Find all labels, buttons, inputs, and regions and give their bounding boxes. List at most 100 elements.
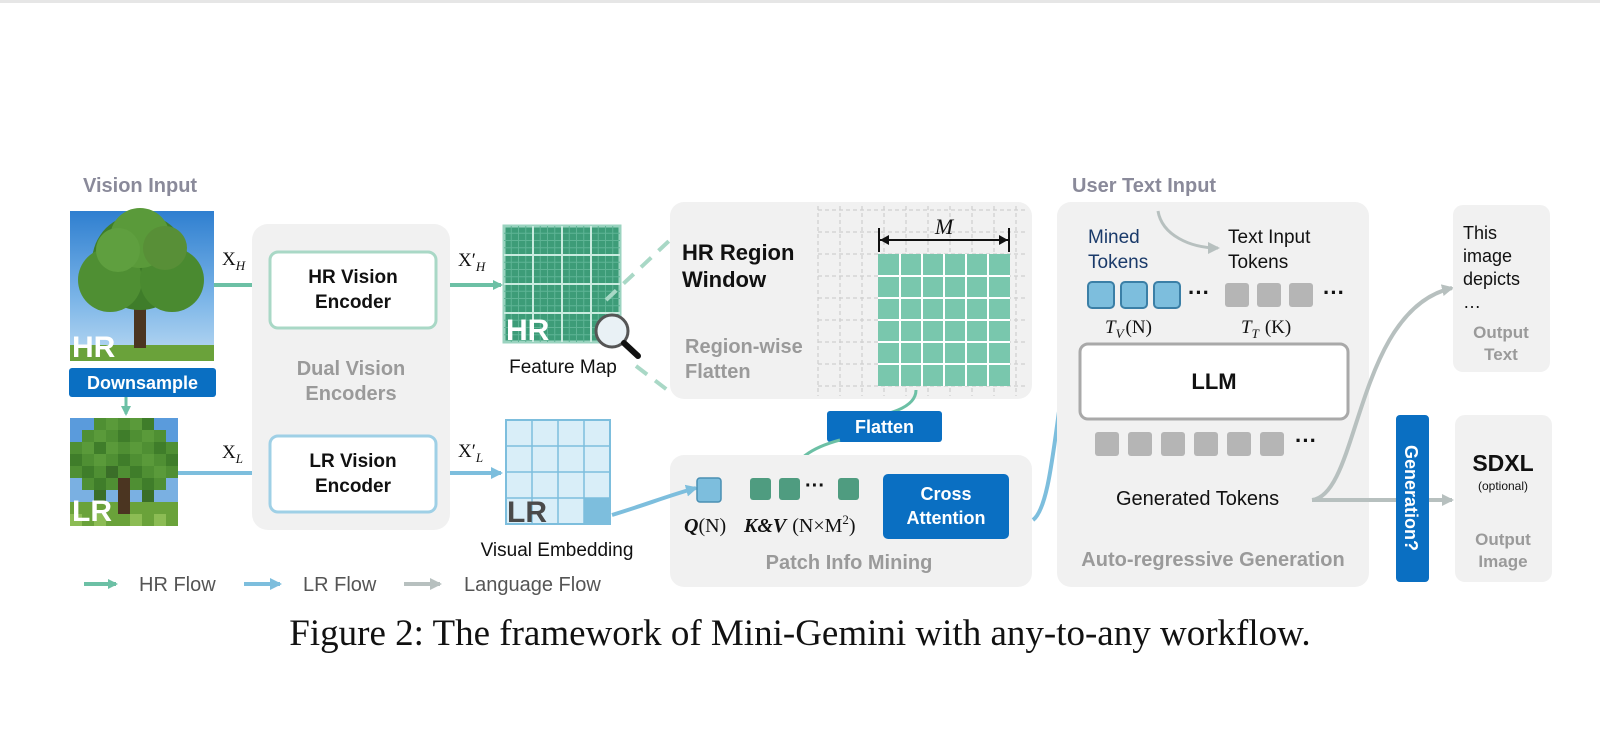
- lr-tree-pixel: [166, 502, 178, 514]
- lr-tree-pixel: [142, 490, 154, 502]
- text-input-token: [1225, 283, 1249, 307]
- lr-tree-pixel: [106, 418, 118, 430]
- lr-tree-pixel: [106, 514, 118, 526]
- lr-tree-pixel: [154, 442, 166, 454]
- patch-info-mining-label: Patch Info Mining: [766, 552, 933, 574]
- lr-tree-pixel: [82, 514, 94, 526]
- hr-encoder-label-2: Encoder: [315, 292, 392, 313]
- lr-tree-pixel: [118, 514, 130, 526]
- sdxl-label: SDXL: [1472, 450, 1533, 476]
- lr-tree-pixel: [142, 466, 154, 478]
- lr-tree-pixel: [94, 490, 106, 502]
- flatten-button: [827, 411, 942, 442]
- lr-tree-pixel: [70, 502, 82, 514]
- output-image-label-1: Output: [1475, 530, 1531, 549]
- lr-tree-pixel: [94, 442, 106, 454]
- lr-tree-pixel: [106, 502, 118, 514]
- lr-tree-pixel: [166, 454, 178, 466]
- lr-tree-pixel: [82, 478, 94, 490]
- lr-tree-pixel: [70, 430, 82, 442]
- feature-map-label: Feature Map: [509, 357, 617, 378]
- output-text-line-3: depicts: [1463, 269, 1520, 289]
- output-text-panel: [1453, 205, 1550, 372]
- autoregressive-label: Auto-regressive Generation: [1081, 549, 1344, 571]
- lr-tree-pixel: [82, 502, 94, 514]
- x-h-label: XH: [222, 249, 246, 273]
- user-text-input-title: User Text Input: [1072, 175, 1216, 197]
- text-input-token: [1289, 283, 1313, 307]
- lr-tree-pixel: [154, 454, 166, 466]
- tt-label: TT(K): [1241, 317, 1291, 341]
- lr-tree-pixel: [106, 490, 118, 502]
- lr-tree-pixel: [142, 478, 154, 490]
- region-flatten-label-2: Flatten: [685, 361, 751, 383]
- lr-tree-pixel: [154, 514, 166, 526]
- region-flatten-label-1: Region-wise: [685, 336, 803, 358]
- mined-ellipsis: ···: [1188, 280, 1210, 305]
- visual-embedding-badge: LR: [507, 496, 547, 529]
- lr-tree-pixel: [70, 478, 82, 490]
- lr-tree-pixel: [154, 502, 166, 514]
- zoom-line-bottom: [634, 364, 672, 394]
- mined-token: [1087, 281, 1115, 309]
- kv-token-2: [779, 478, 800, 500]
- dimension-marker: [878, 228, 1010, 252]
- lr-tree-pixel: [142, 418, 154, 430]
- lr-encoder-label-1: LR Vision: [309, 451, 396, 472]
- sdxl-optional-label: (optional): [1478, 479, 1528, 493]
- lr-tree-pixel: [70, 454, 82, 466]
- lr-tree-pixel: [130, 466, 142, 478]
- xp-h-label: X′H: [458, 250, 486, 274]
- downsample-label: Downsample: [87, 373, 198, 393]
- lr-tree-pixel: [94, 478, 106, 490]
- lr-tree-pixel: [166, 514, 178, 526]
- cross-attention-button: [883, 474, 1009, 539]
- dimension-label: M: [934, 214, 955, 239]
- lr-tree-pixel: [94, 514, 106, 526]
- lr-tree-pixel: [154, 418, 166, 430]
- lr-tree-pixel: [70, 466, 82, 478]
- lr-tree-pixel: [154, 466, 166, 478]
- x-l-label: XL: [222, 442, 243, 466]
- lr-tree-pixel: [94, 430, 106, 442]
- generated-token: [1227, 432, 1251, 456]
- lr-tree-pixel: [118, 466, 130, 478]
- xp-l-label: X′L: [458, 441, 483, 465]
- hr-tree-image: [70, 208, 214, 361]
- hr-region-title-2: Window: [682, 267, 767, 292]
- magnifier-icon: [594, 313, 641, 359]
- generated-tokens-row: [1095, 432, 1284, 456]
- zoom-line-top: [604, 238, 672, 302]
- legend: HR Flow LR Flow Language Flow: [84, 574, 601, 596]
- generated-token: [1128, 432, 1152, 456]
- lr-tree-pixel: [118, 442, 130, 454]
- output-text-line-4: …: [1463, 292, 1481, 312]
- lr-tree-pixel: [118, 430, 130, 442]
- lr-tree-pixel: [94, 454, 106, 466]
- lr-tree-pixel: [82, 490, 94, 502]
- lr-tree-pixel: [130, 490, 142, 502]
- tv-label: TV(N): [1105, 317, 1152, 341]
- lr-tree-pixel: [142, 442, 154, 454]
- kv-ellipsis: ···: [805, 475, 825, 497]
- lr-tree-pixel: [130, 454, 142, 466]
- query-label: Q(N): [684, 515, 726, 537]
- output-image-panel: [1455, 415, 1552, 582]
- legend-hr-flow: HR Flow: [139, 574, 216, 596]
- lr-tree-pixel: [106, 478, 118, 490]
- lr-tree-pixel: [142, 514, 154, 526]
- hr-vision-encoder: [268, 250, 438, 330]
- generated-token: [1260, 432, 1284, 456]
- lr-tree-pixel: [166, 430, 178, 442]
- lr-tree-image: [70, 418, 178, 526]
- lr-tree-pixel: [166, 490, 178, 502]
- output-text-label-1: Output: [1473, 323, 1529, 342]
- dual-encoders-label-2: Encoders: [305, 383, 396, 405]
- lr-tree-pixel: [94, 502, 106, 514]
- lr-tree-pixel: [130, 478, 142, 490]
- lr-tree-pixel: [118, 454, 130, 466]
- lr-tree-pixel: [70, 490, 82, 502]
- output-text-label-2: Text: [1484, 345, 1518, 364]
- lr-tree-pixel: [82, 430, 94, 442]
